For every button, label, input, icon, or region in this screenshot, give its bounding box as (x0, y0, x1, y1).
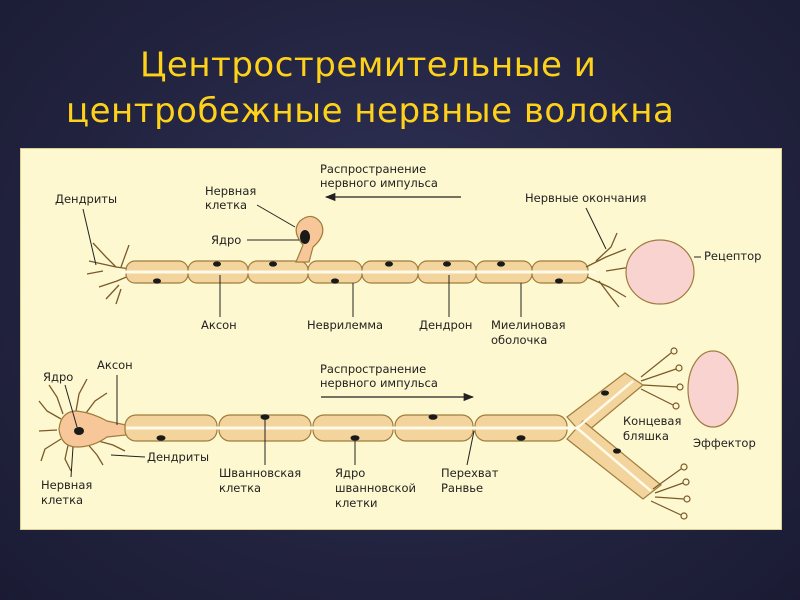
label-schwann-1: Шванновская (219, 466, 301, 480)
label-nucleus-bottom: Ядро (43, 370, 73, 384)
afferent-labels: Дендриты Нервная клетка Ядро Распростран… (55, 162, 761, 347)
efferent-nerve-cell-body (58, 410, 127, 448)
label-nerve-endings: Нервные окончания (525, 191, 646, 205)
label-nerve-cell-bottom-1: Нервная (41, 478, 92, 492)
label-nucleus-top: Ядро (211, 233, 241, 247)
label-propagation-bottom-1: Распространение (320, 362, 426, 376)
title-line-2: центробежные нервные волокна (66, 91, 675, 131)
label-end-plate-2: бляшка (623, 429, 669, 443)
label-propagation-top-2: нервного импульса (320, 176, 438, 190)
label-dendrites-bottom: Дендриты (147, 450, 209, 464)
label-schwann-nucleus-2: шванновской (335, 481, 416, 495)
label-end-plate-1: Концевая (623, 414, 681, 428)
label-nerve-cell-top-1: Нервная (205, 184, 256, 198)
efferent-schwann-nuclei (156, 390, 621, 454)
label-dendron: Дендрон (419, 318, 472, 332)
afferent-schwann-nuclei (153, 261, 563, 284)
label-propagation-bottom-2: нервного импульса (320, 376, 438, 390)
label-ranvier-1: Перехват (441, 466, 499, 480)
receptor-shape (625, 239, 695, 305)
label-schwann-2: клетка (219, 481, 261, 495)
label-axon-bottom: Аксон (97, 358, 133, 372)
end-plate-terminals (640, 347, 691, 520)
label-ranvier-2: Ранвье (441, 481, 483, 495)
label-propagation-top-1: Распространение (320, 162, 426, 176)
efferent-labels: Ядро Аксон Распространение нервного импу… (41, 358, 756, 510)
effector-shape (687, 350, 739, 428)
efferent-fiber (38, 347, 739, 520)
title-line-1: Центростремительные и (140, 45, 597, 85)
efferent-cell-nucleus (74, 427, 84, 435)
afferent-fiber (86, 215, 695, 308)
label-receptor: Рецептор (704, 249, 761, 263)
label-schwann-nucleus-1: Ядро (335, 466, 365, 480)
label-nerve-cell-top-2: клетка (205, 198, 247, 212)
afferent-nerve-endings (585, 232, 632, 308)
label-schwann-nucleus-3: клетки (335, 496, 378, 510)
label-myelin-1: Миелиновая (491, 318, 566, 332)
slide-title: Центростремительные и центробежные нервн… (0, 42, 800, 134)
diagram-panel: Дендриты Нервная клетка Ядро Распростран… (20, 148, 782, 530)
label-nerve-cell-bottom-2: клетка (41, 493, 83, 507)
label-dendrites-top: Дендриты (55, 192, 117, 206)
label-neurilemma: Неврилемма (307, 318, 383, 332)
nerve-fibers-diagram: Дендриты Нервная клетка Ядро Распростран… (38, 162, 761, 520)
label-myelin-2: оболочка (491, 333, 547, 347)
label-axon-top: Аксон (201, 318, 237, 332)
afferent-cell-nucleus (300, 230, 310, 244)
label-effector: Эффектор (693, 436, 756, 450)
